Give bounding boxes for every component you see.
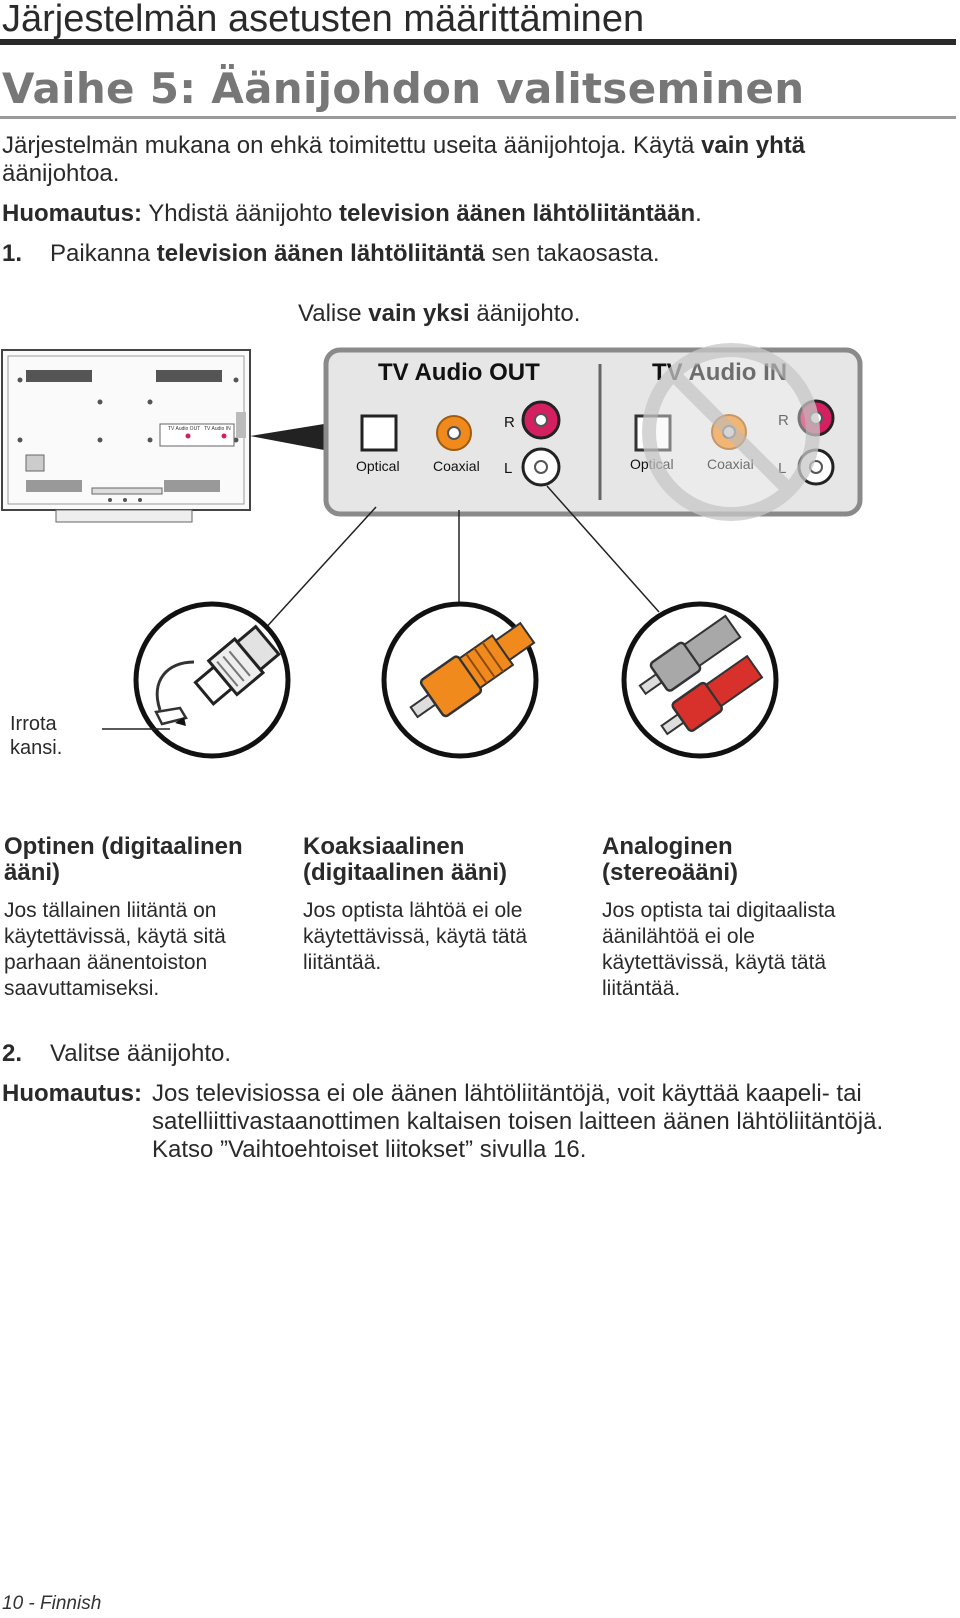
column-text: Jos optista lähtöä ei ole käytettävissä,… — [303, 898, 583, 976]
step-number: 2. — [2, 1040, 23, 1067]
section-rule — [0, 116, 956, 119]
intro-text: Järjestelmän mukana on ehkä toimitettu u… — [2, 132, 702, 159]
column-line: parhaan äänentoiston — [4, 951, 208, 974]
note-2-label: Huomautus: — [2, 1080, 142, 1108]
step-number: 1. — [2, 240, 23, 267]
step-2-text: Valitse äänijohto. — [50, 1040, 232, 1067]
remove-cap-line-2: kansi. — [10, 737, 63, 759]
optical-plug-icon — [133, 601, 291, 759]
choose-text: Valise — [298, 300, 369, 327]
leader-analog — [546, 485, 660, 613]
column-title: Optinen (digitaalinen ääni) — [4, 834, 274, 886]
note-emphasis: television äänen lähtöliitäntään — [339, 200, 696, 227]
column-line: äänilähtöä ei ole — [602, 925, 755, 948]
intro-paragraph: Järjestelmän mukana on ehkä toimitettu u… — [2, 132, 942, 188]
step-text: Paikanna — [50, 240, 157, 267]
column-title-line: Koaksiaalinen — [303, 833, 465, 860]
mini-in-label: TV Audio IN — [204, 426, 231, 432]
column-line: liitäntää. — [602, 977, 681, 1000]
audio-panel: TV Audio OUT TV Audio IN Optical Coaxial… — [323, 343, 863, 521]
column-line: Jos optista tai digitaalista — [602, 899, 836, 922]
column-line: Jos optista lähtöä ei ole — [303, 899, 523, 922]
remove-cap-label: Irrota kansi. — [10, 712, 62, 760]
note-end: . — [695, 200, 702, 227]
choose-emphasis: vain yksi — [368, 300, 470, 327]
column-title-line: (digitaalinen ääni) — [303, 859, 508, 886]
column-text: Jos optista tai digitaalista äänilähtöä … — [602, 898, 902, 1002]
left-label-out: L — [504, 460, 512, 477]
column-title-line: (stereoääni) — [602, 859, 739, 886]
column-analog: Analoginen (stereoääni) Jos optista tai … — [602, 834, 902, 1002]
prohibited-icon — [642, 343, 820, 521]
column-line: saavuttamiseksi. — [4, 977, 160, 1000]
tv-back-illustration: TV Audio OUT TV Audio IN — [1, 349, 251, 523]
column-text: Jos tällainen liitäntä on käytettävissä,… — [4, 898, 274, 1002]
column-title-line: Analoginen — [602, 833, 733, 860]
note-label: Huomautus: — [2, 200, 142, 227]
remove-cap-line-1: Irrota — [10, 713, 57, 735]
column-line: Jos tällainen liitäntä on — [4, 899, 217, 922]
leader-optical — [261, 506, 377, 633]
column-title: Koaksiaalinen (digitaalinen ääni) — [303, 834, 583, 886]
note-line: Katso ”Vaihtoehtoiset liitokset” sivulla… — [152, 1136, 587, 1163]
intro-emphasis: vain yhtä — [701, 132, 806, 159]
column-optical: Optinen (digitaalinen ääni) Jos tällaine… — [4, 834, 274, 1002]
column-line: liitäntää. — [303, 951, 382, 974]
coaxial-plug-icon — [381, 601, 539, 759]
choose-one-caption: Valise vain yksi äänijohto. — [298, 300, 580, 328]
step-end: sen takaosasta. — [484, 240, 660, 267]
column-line: käytettävissä, käytä tätä — [602, 951, 827, 974]
column-line: käytettävissä, käytä tätä — [303, 925, 528, 948]
tv-audio-out-label: TV Audio OUT — [378, 359, 540, 386]
step-1: 1. — [2, 240, 22, 268]
coaxial-label-out: Coaxial — [433, 458, 480, 474]
column-line: käytettävissä, käytä sitä — [4, 925, 226, 948]
page-title: Järjestelmän asetusten määrittäminen — [2, 0, 645, 40]
step-2-number: 2. — [2, 1040, 22, 1068]
note-label: Huomautus: — [2, 1080, 142, 1107]
intro-text-2: äänijohtoa. — [2, 160, 120, 187]
left-label-in: L — [778, 460, 786, 477]
step-1-text: Paikanna television äänen lähtöliitäntä … — [50, 240, 660, 268]
note-2-text: Jos televisiossa ei ole äänen lähtöliitä… — [152, 1080, 942, 1164]
section-heading: Vaihe 5: Äänijohdon valitseminen — [2, 64, 805, 113]
optical-jack-out — [360, 414, 398, 452]
choose-end: äänijohto. — [469, 300, 581, 327]
right-label-in: R — [778, 412, 789, 429]
page-footer: 10 - Finnish — [2, 1593, 102, 1614]
audio-cable-illustration: TV Audio OUT TV Audio IN TV Audio OUT TV… — [1, 343, 863, 759]
analog-rca-plug-icon — [621, 601, 779, 759]
note-text: Yhdistä äänijohto — [142, 200, 340, 227]
optical-label-out: Optical — [356, 458, 400, 474]
note-line: satelliittivastaanottimen kaltaisen tois… — [152, 1108, 884, 1135]
note-line: Jos televisiossa ei ole äänen lähtöliitä… — [152, 1080, 862, 1107]
note-1: Huomautus: Yhdistä äänijohto television … — [2, 200, 702, 228]
column-coaxial: Koaksiaalinen (digitaalinen ääni) Jos op… — [303, 834, 583, 976]
mini-out-label: TV Audio OUT — [168, 426, 200, 432]
coaxial-label-in: Coaxial — [707, 456, 754, 472]
right-label-out: R — [504, 414, 515, 431]
column-title: Analoginen (stereoääni) — [602, 834, 902, 886]
step-emphasis: television äänen lähtöliitäntä — [156, 240, 485, 267]
callout-wedge — [250, 424, 324, 450]
column-title-line: Optinen (digitaalinen — [4, 833, 243, 860]
column-title-line: ääni) — [4, 859, 61, 886]
title-rule — [0, 39, 956, 45]
